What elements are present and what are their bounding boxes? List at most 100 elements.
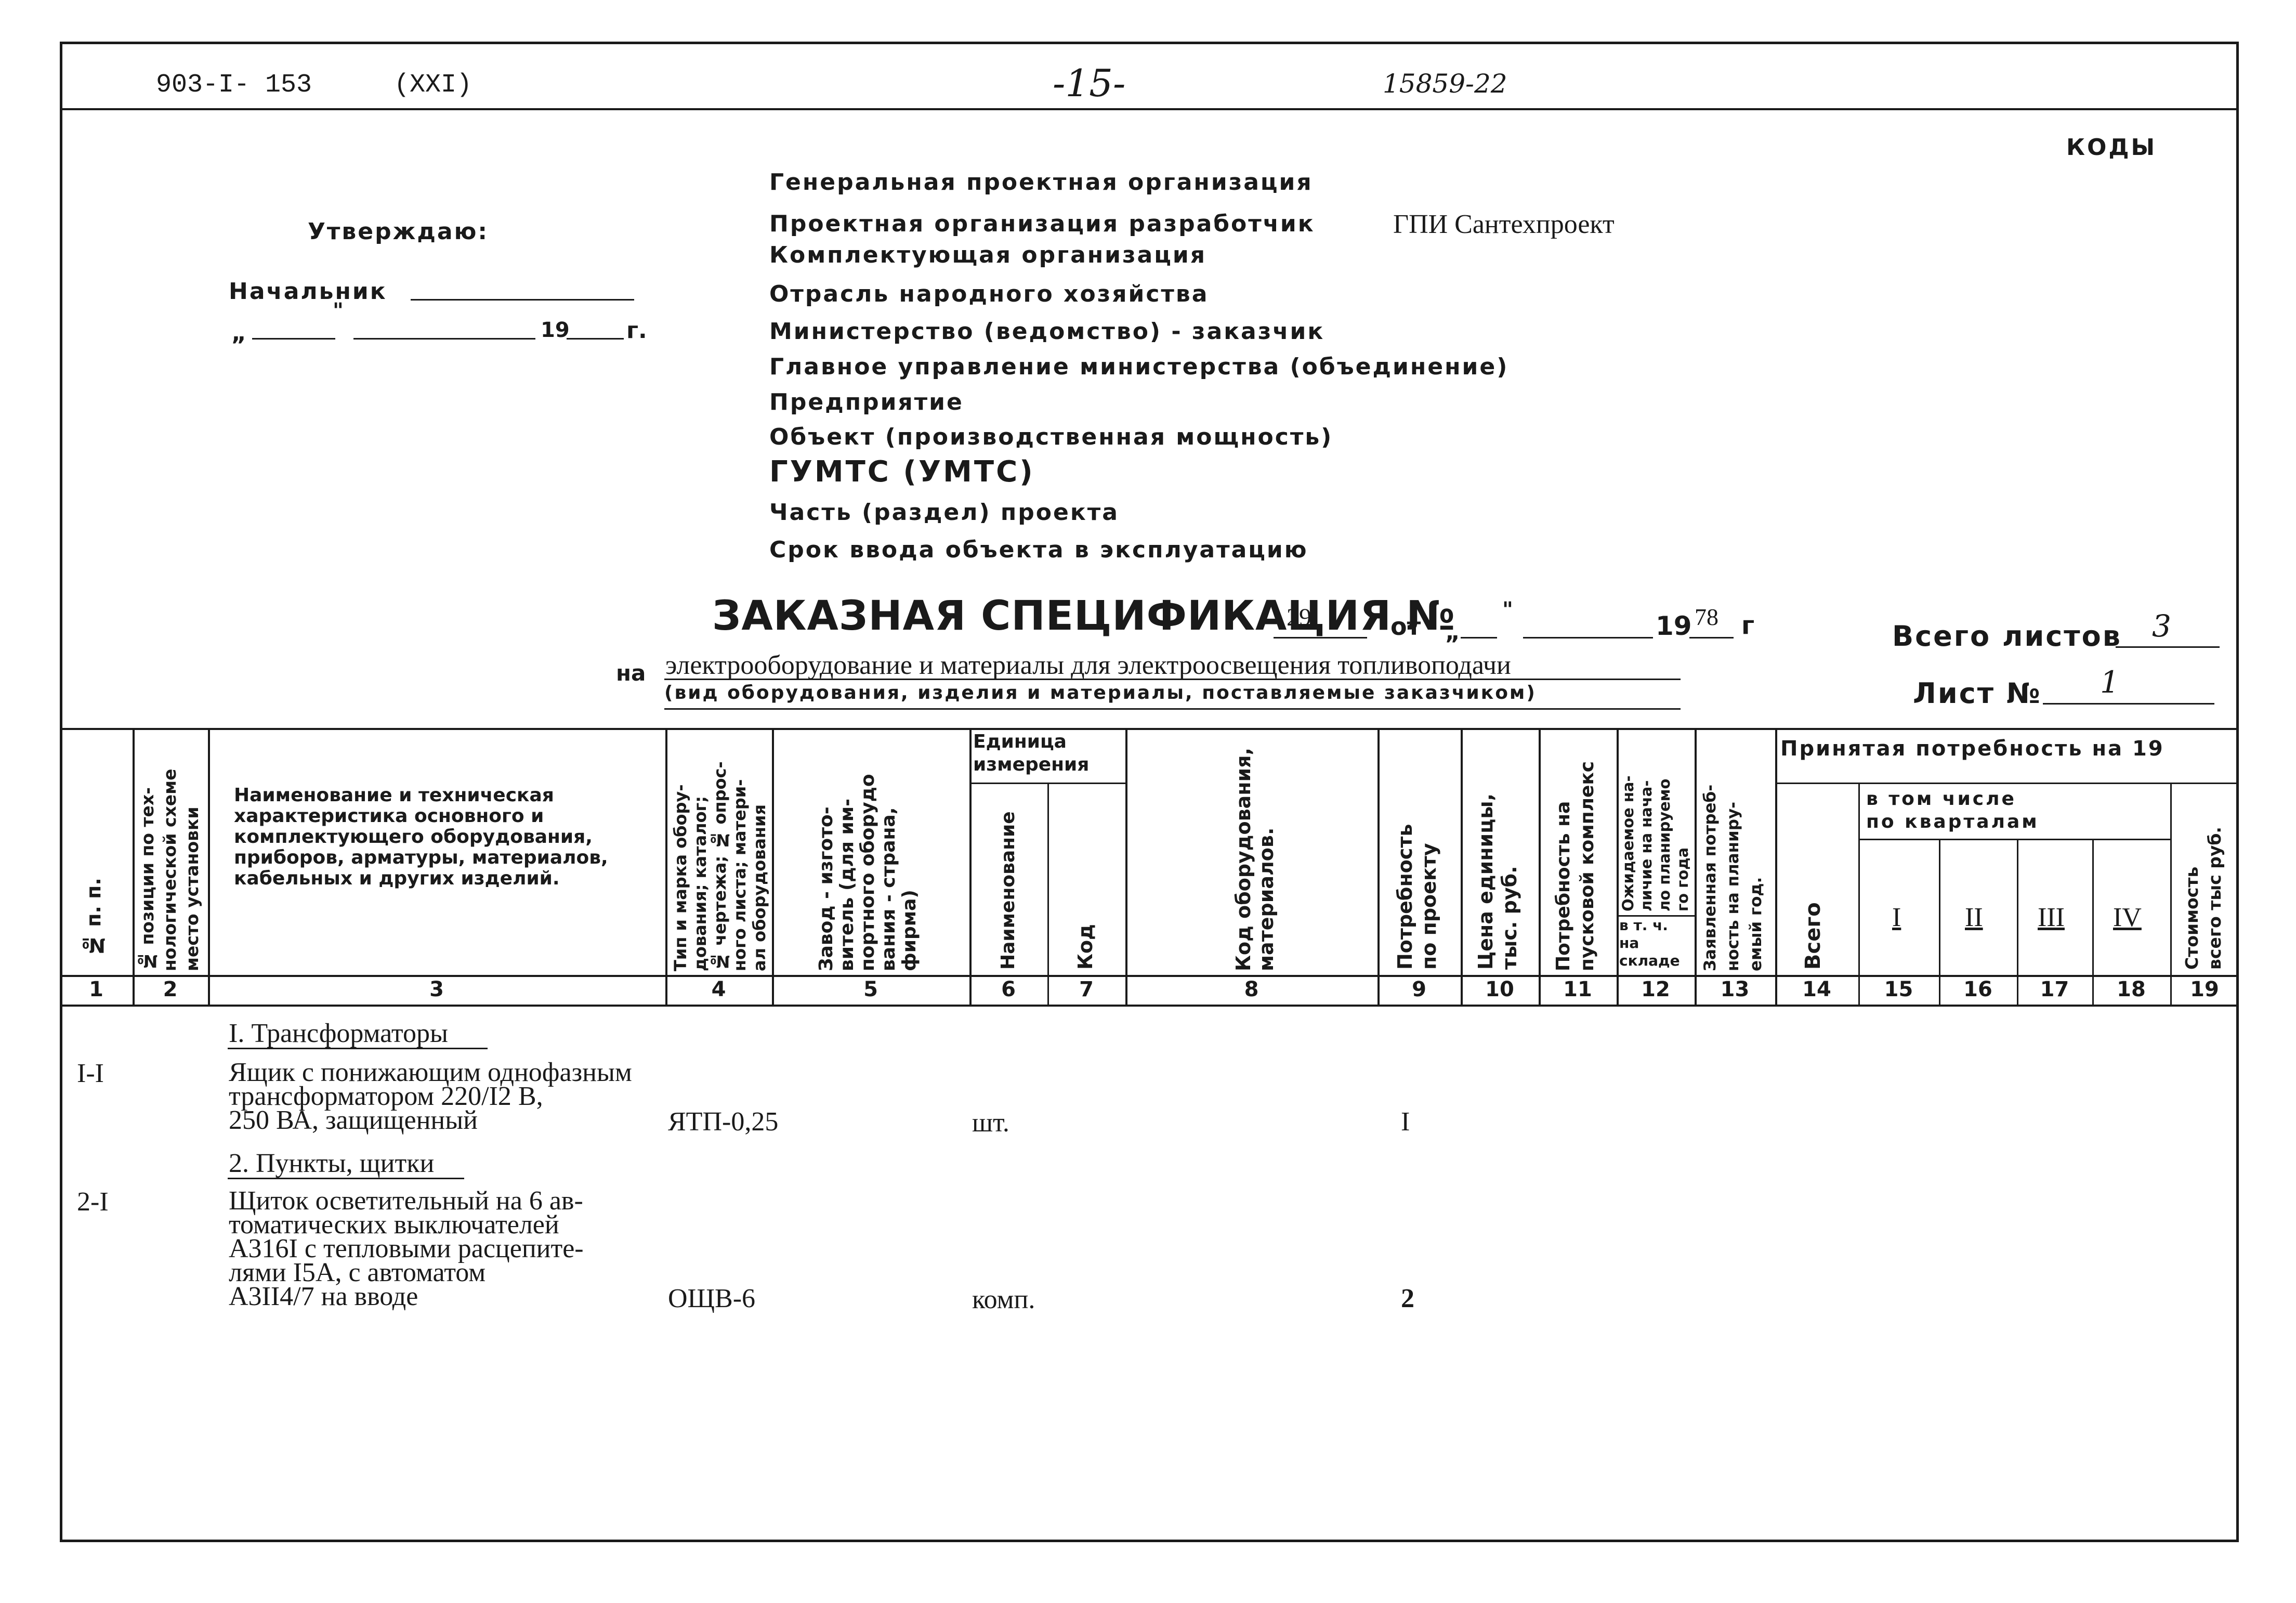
- col-header-7: Код: [1074, 924, 1097, 970]
- spec-month-line: [1523, 637, 1653, 638]
- col-header-11: Потребность на пусковой комплекс: [1553, 761, 1598, 971]
- header-divider: [60, 108, 2239, 110]
- org-field: Министерство (ведомство) - заказчик: [769, 318, 1325, 345]
- sheet-number-label: Лист №: [1913, 677, 2042, 710]
- col-number: 14: [1802, 978, 1831, 1001]
- col-sep: [665, 728, 667, 1005]
- spec-year: 78: [1695, 604, 1718, 630]
- spec-year-suffix: г: [1741, 611, 1755, 640]
- col-sep: [1858, 783, 1860, 1005]
- col-number: 10: [1485, 978, 1514, 1001]
- col-number: 9: [1412, 978, 1426, 1001]
- codes-label: КОДЫ: [2066, 134, 2157, 161]
- spec-year-line: [1689, 637, 1734, 638]
- item-name: Ящик с понижающим однофазным трансформат…: [229, 1058, 632, 1135]
- spec-on-label: на: [616, 660, 646, 686]
- col-header-3: Наименование и техническая характеристик…: [234, 785, 608, 889]
- col-sep: [2017, 839, 2018, 1005]
- spec-from: от: [1390, 612, 1421, 641]
- spec-title: ЗАКАЗНАЯ СПЕЦИФИКАЦИЯ №: [712, 593, 1456, 640]
- approval-year-suffix: г.: [626, 317, 647, 344]
- col-header-9: Потребность по проекту: [1394, 824, 1440, 970]
- org-field: Объект (производственная мощность): [769, 424, 1333, 450]
- col-sep: [1539, 728, 1541, 1005]
- spec-quote-close: ": [1502, 598, 1513, 622]
- col-header-4: Тип и марка обору- дования; каталог; № ч…: [671, 761, 769, 971]
- spec-subject-line: [664, 679, 1681, 680]
- col-sep: [208, 728, 210, 1005]
- section-title: I. Трансформаторы: [229, 1019, 448, 1048]
- doc-number: 15859-22: [1383, 69, 1507, 99]
- section-title: 2. Пункты, щитки: [229, 1149, 435, 1178]
- item-position: 2-I: [77, 1187, 109, 1217]
- item-unit: шт.: [972, 1108, 1009, 1138]
- col-number: 7: [1079, 978, 1094, 1001]
- org-field: ГУМТС (УМТС): [769, 455, 1035, 489]
- col-sep: [1461, 728, 1463, 1005]
- col-number: 18: [2117, 978, 2146, 1001]
- chief-label: Начальник: [229, 278, 387, 305]
- col-header-1: № п. п.: [82, 878, 105, 957]
- org-field: Отрасль народного хозяйства: [769, 281, 1209, 307]
- org-field: Проектная организация разработчик: [769, 211, 1315, 237]
- chief-line: [411, 299, 634, 301]
- quarter-1-header: I: [1892, 903, 1901, 932]
- quarter-3-header: III: [2038, 903, 2065, 932]
- col-header-13: Заявленная потреб- ность на планиру- емы…: [1701, 784, 1765, 971]
- col-header-2: № позиции по тех- нологической схеме мес…: [137, 768, 202, 971]
- org-field: Срок ввода объекта в эксплуатацию: [769, 537, 1308, 563]
- col-sep: [1125, 728, 1127, 1005]
- col-sep: [1617, 728, 1619, 1005]
- org-field: Часть (раздел) проекта: [769, 499, 1119, 526]
- col-sep: [1047, 783, 1049, 1005]
- col-number: 8: [1244, 978, 1259, 1001]
- col-sep: [1377, 728, 1380, 1005]
- col-sep: [1775, 728, 1777, 1005]
- col-number: 4: [711, 978, 726, 1001]
- item-unit: комп.: [972, 1285, 1035, 1314]
- col-sep: [133, 728, 135, 1005]
- colnum-bottom: [60, 1005, 2239, 1007]
- c12-sub-line: [1617, 915, 1695, 917]
- col-number: 15: [1884, 978, 1913, 1001]
- spec-note-line: [664, 708, 1681, 710]
- org-field: Главное управление министерства (объедин…: [769, 354, 1509, 380]
- item-type: ОЩВ-6: [668, 1284, 756, 1313]
- col-header-12-top: Ожидаемое на- личие на нача- ло планируе…: [1619, 775, 1691, 911]
- page-frame: [60, 42, 2239, 1542]
- col-sep: [2092, 839, 2094, 1005]
- approval-year: 19: [541, 318, 570, 342]
- col-number: 13: [1720, 978, 1750, 1001]
- quarter-2-header: II: [1965, 903, 1983, 932]
- col-number: 5: [863, 978, 878, 1001]
- col-sep: [772, 728, 774, 1005]
- date-close-quote: ": [333, 299, 344, 323]
- col-header-8: Код оборудования, материалов.: [1232, 747, 1278, 971]
- col-number: 2: [163, 978, 178, 1001]
- month-line: [353, 338, 535, 340]
- col-number: 12: [1641, 978, 1670, 1001]
- spec-year-prefix: 19: [1656, 611, 1692, 641]
- org-field: Генеральная проектная организация: [769, 169, 1313, 196]
- item-name: Щиток осветительный на 6 ав- томатически…: [229, 1186, 584, 1311]
- col-number: 17: [2040, 978, 2069, 1001]
- col-number: 16: [1963, 978, 1992, 1001]
- colnum-top: [60, 975, 2239, 977]
- item-position: I-I: [77, 1059, 104, 1088]
- date-open-quote: „: [231, 320, 246, 346]
- spec-day-line: [1461, 637, 1497, 638]
- sheets-total-line: [2116, 646, 2220, 648]
- item-quantity: 2: [1401, 1284, 1414, 1313]
- col-header-6: Наименование: [998, 811, 1019, 970]
- quarter-4-header: IV: [2113, 903, 2142, 932]
- item-quantity: I: [1401, 1107, 1410, 1137]
- approve-label: Утверждаю:: [308, 218, 489, 245]
- col-number: 6: [1001, 978, 1016, 1001]
- day-line: [252, 338, 335, 340]
- col-header-10: Цена единицы, тыс. руб.: [1474, 793, 1521, 970]
- org-field: Комплектующая организация: [769, 242, 1206, 268]
- col-sep: [969, 728, 972, 1005]
- quarter-sub-line: [1858, 839, 2170, 840]
- quarters-group-header: в том числе по кварталам: [1866, 788, 2039, 832]
- sheet-number-line: [2043, 703, 2214, 705]
